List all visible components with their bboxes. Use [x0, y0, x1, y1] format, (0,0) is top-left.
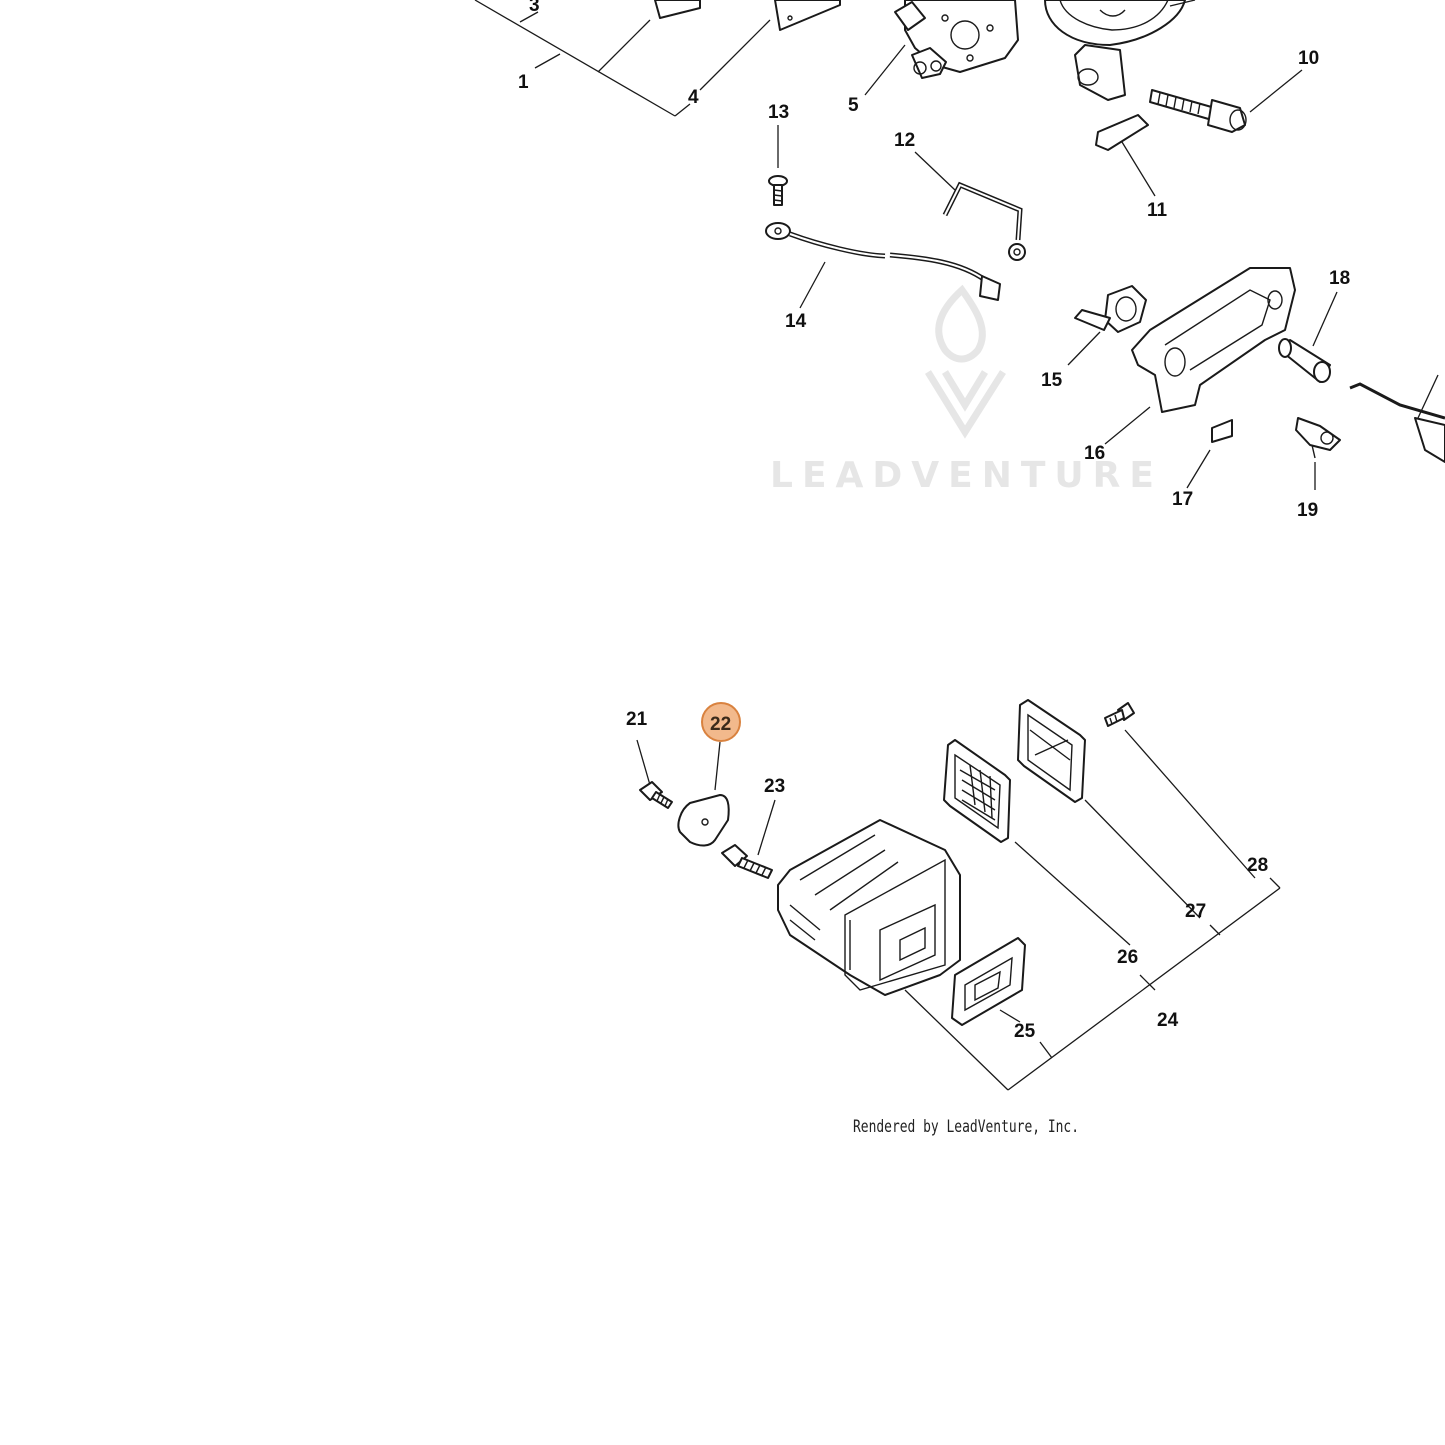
callout-5[interactable]: 5 — [848, 95, 859, 116]
watermark-text: LEADVENTURE — [770, 455, 1163, 496]
callout-14[interactable]: 14 — [785, 311, 807, 332]
part-11-piece — [1095, 114, 1149, 151]
gasket-25-part — [951, 937, 1026, 1026]
screw-13-part — [768, 175, 788, 206]
callout-26[interactable]: 26 — [1117, 947, 1138, 968]
part-19-piece — [1295, 417, 1341, 459]
leadventure-watermark: LEADVENTURE — [770, 284, 1163, 496]
callout-21[interactable]: 21 — [626, 709, 648, 730]
callout-labels: 3 1 4 5 10 13 12 11 18 14 15 16 17 19 21… — [518, 0, 1350, 1042]
callout-15[interactable]: 15 — [1041, 370, 1063, 391]
callout-22-highlight[interactable] — [701, 702, 741, 742]
gasket-26-part — [943, 739, 1011, 843]
muffler-assembly — [636, 699, 1281, 1091]
flame-logo-icon — [925, 284, 1006, 439]
callout-17[interactable]: 17 — [1172, 489, 1193, 510]
callout-25[interactable]: 25 — [1014, 1021, 1036, 1042]
ground-wire-part — [765, 222, 1001, 301]
callout-22[interactable]: 22 — [710, 714, 731, 735]
callout-11[interactable]: 11 — [1147, 200, 1168, 221]
part-18-piece — [1278, 338, 1331, 383]
callout-12[interactable]: 12 — [894, 130, 915, 151]
part-17-piece — [1211, 419, 1233, 443]
callout-27[interactable]: 27 — [1185, 901, 1206, 922]
callout-4[interactable]: 4 — [688, 87, 699, 108]
callout-23[interactable]: 23 — [764, 776, 785, 797]
carburetor-part — [894, 0, 1019, 79]
callout-24[interactable]: 24 — [1157, 1010, 1179, 1031]
render-credit: Rendered by LeadVenture, Inc. — [853, 1117, 1079, 1137]
intake-bowl-part — [1044, 0, 1196, 101]
screw-21-part — [639, 781, 673, 809]
screw-28-part — [1104, 702, 1135, 727]
part-15-piece — [1074, 285, 1147, 333]
rod-part — [1349, 382, 1445, 463]
gasket-27-part — [1017, 699, 1086, 803]
callout-1[interactable]: 1 — [518, 72, 529, 93]
screw-23-part — [721, 844, 773, 879]
plate-22-part — [677, 794, 730, 847]
housing-16-part — [1131, 267, 1296, 413]
callout-16[interactable]: 16 — [1084, 443, 1105, 464]
callout-10[interactable]: 10 — [1298, 48, 1319, 69]
callout-18[interactable]: 18 — [1329, 268, 1350, 289]
muffler-24-part — [777, 819, 961, 996]
callout-3[interactable]: 3 — [529, 0, 540, 16]
upper-assembly — [474, 0, 1445, 490]
callout-28[interactable]: 28 — [1247, 855, 1268, 876]
bolt-10-part — [1149, 89, 1247, 133]
callout-19[interactable]: 19 — [1297, 500, 1318, 521]
callout-13[interactable]: 13 — [768, 102, 789, 123]
